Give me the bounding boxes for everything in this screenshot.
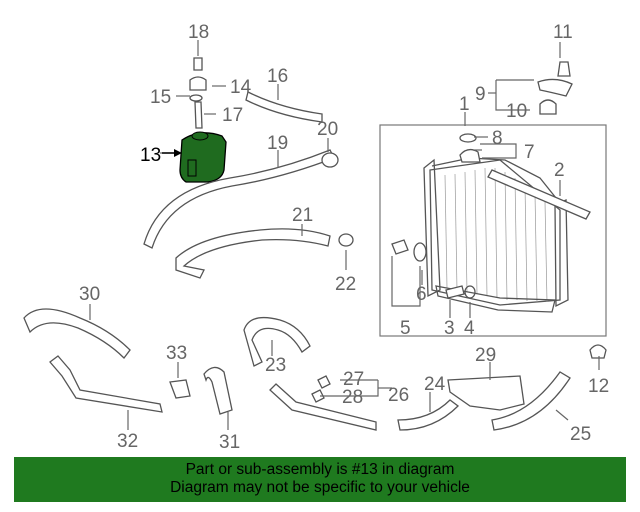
callout-13: 13 — [140, 145, 161, 166]
callout-21: 21 — [292, 205, 313, 226]
callout-9: 9 — [475, 84, 486, 105]
callout-24: 24 — [424, 374, 446, 395]
callout-29: 29 — [475, 345, 496, 366]
hose-21 — [175, 228, 331, 279]
callout-7: 7 — [524, 142, 535, 163]
callout-30: 30 — [79, 284, 100, 305]
hose-24 — [397, 399, 459, 431]
callout-5: 5 — [400, 318, 411, 339]
callout-11: 11 — [553, 22, 573, 43]
clamp-22 — [338, 233, 354, 247]
callout-20: 20 — [317, 119, 338, 140]
hose-30 — [23, 308, 131, 359]
tube-17 — [194, 101, 203, 129]
fitting-28 — [311, 389, 325, 403]
callout-8: 8 — [492, 128, 503, 149]
o-ring-15 — [189, 94, 203, 102]
callout-25: 25 — [570, 424, 591, 445]
cap-12 — [589, 344, 607, 359]
callout-3: 3 — [444, 318, 455, 339]
radiator-seal-bar — [487, 169, 591, 220]
bracket-9 — [537, 78, 573, 97]
info-banner: Part or sub-assembly is #13 in diagram D… — [14, 457, 626, 502]
callout-12: 12 — [588, 376, 609, 397]
callout-2: 2 — [554, 160, 565, 181]
callout-13-arrowhead — [174, 149, 182, 157]
bolt-11 — [557, 61, 571, 77]
callout-22: 22 — [335, 274, 356, 295]
callout-15: 15 — [150, 87, 171, 108]
clamp-20 — [321, 152, 339, 168]
o-ring-8 — [459, 133, 477, 143]
callout-27: 27 — [343, 369, 364, 390]
callout-1: 1 — [459, 94, 470, 115]
callout-6: 6 — [416, 284, 427, 305]
radiator-assembly-frame — [379, 124, 607, 337]
hose-31 — [203, 366, 233, 415]
washer-4 — [464, 285, 476, 299]
reserve-tank-spout — [187, 159, 197, 177]
callout-32: 32 — [117, 431, 138, 452]
callout-33: 33 — [166, 343, 187, 364]
callout-28: 28 — [342, 387, 363, 408]
reserve-tank-cap — [191, 131, 209, 141]
banner-line-1: Part or sub-assembly is #13 in diagram — [185, 461, 455, 478]
callout-14: 14 — [230, 77, 252, 98]
hose-25 — [491, 371, 571, 431]
cushion-10 — [539, 99, 557, 115]
callout-19: 19 — [267, 133, 288, 154]
fitting-27 — [317, 375, 331, 389]
pipe-32 — [49, 355, 163, 413]
callout-10: 10 — [506, 101, 527, 122]
o-ring-6 — [413, 242, 427, 262]
callout-23: 23 — [265, 355, 286, 376]
nozzle-18 — [193, 57, 203, 71]
hose-23 — [243, 316, 311, 367]
pipe-26 — [269, 383, 377, 431]
callout-18: 18 — [188, 22, 209, 43]
banner-line-2: Diagram may not be specific to your vehi… — [170, 479, 470, 496]
cap-14 — [189, 76, 207, 91]
hose-16 — [245, 91, 323, 123]
drain-bolt-3 — [445, 285, 465, 299]
callout-31: 31 — [219, 432, 240, 453]
callout-4: 4 — [464, 318, 475, 339]
drain-plug-5 — [391, 239, 409, 255]
callout-16: 16 — [267, 66, 288, 87]
bracket-29 — [447, 375, 525, 411]
callout-26: 26 — [388, 385, 409, 406]
radiator-cap — [459, 148, 481, 163]
bracket-33 — [169, 379, 191, 399]
leader-lines — [89, 40, 600, 430]
callout-17: 17 — [222, 105, 243, 126]
